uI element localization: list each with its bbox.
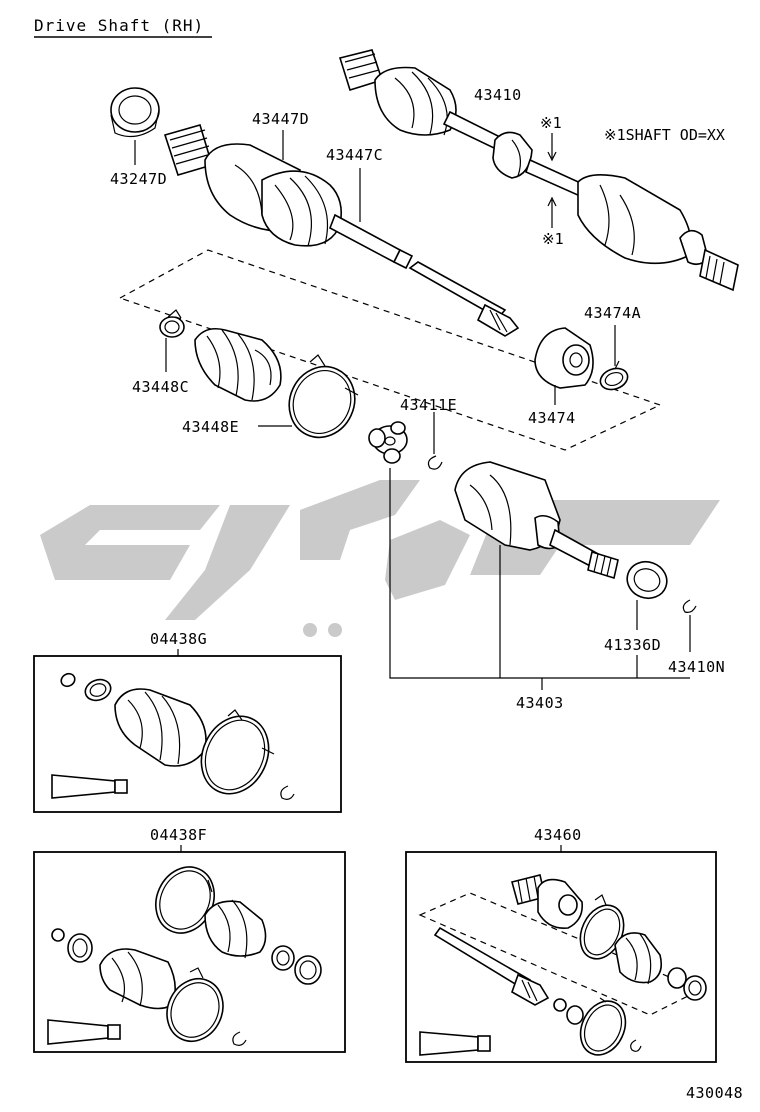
part-43247D-ring [110, 87, 160, 165]
figure-number: 430048 [686, 1084, 743, 1102]
part-43474A-clamp [599, 325, 629, 391]
marker-top: ※1 [540, 114, 562, 132]
kit-box-43460 [405, 851, 717, 1063]
part-shaft-bar [408, 261, 520, 337]
kit-box-04438G [33, 655, 342, 813]
part-left-shaft-assembly [163, 124, 414, 270]
diagram-title: Drive Shaft (RH) [34, 16, 204, 35]
label-43447D: 43447D [252, 110, 309, 128]
watermark-logo [40, 480, 720, 637]
label-04438F: 04438F [150, 826, 207, 844]
kit-04438G-parts [51, 672, 295, 800]
marker-bottom-arrowhead [547, 196, 557, 207]
label-43448E: 43448E [182, 418, 239, 436]
label-43448C: 43448C [132, 378, 189, 396]
label-43460: 43460 [534, 826, 582, 844]
marker-top-arrowhead [547, 151, 557, 162]
label-43411E: 43411E [400, 396, 457, 414]
kit-box-04438F [33, 851, 346, 1053]
part-43410N-snap-ring [682, 599, 697, 652]
label-43410N: 43410N [668, 658, 725, 676]
part-boot-upper [194, 327, 282, 402]
part-43411E-snap-ring [427, 412, 443, 470]
part-tripod-joint [368, 421, 408, 464]
part-outer-housing [454, 461, 619, 580]
label-43474: 43474 [528, 409, 576, 427]
label-41336D: 41336D [604, 636, 661, 654]
label-04438G: 04438G [150, 630, 207, 648]
kit-outline-upper [118, 249, 662, 451]
part-41336D-seal [626, 560, 668, 630]
label-43403: 43403 [516, 694, 564, 712]
kit-43460-parts [418, 874, 707, 1056]
kit-04438F-parts [47, 866, 322, 1046]
leader-43403-bracket [389, 468, 690, 679]
part-43448C-clamp [159, 309, 185, 372]
part-43474-damper [534, 327, 594, 405]
part-right-shaft-assembly [338, 49, 739, 292]
shaft-od-note: ※1SHAFT OD=XX [604, 126, 725, 144]
label-43410: 43410 [474, 86, 522, 104]
part-43448E-clamp [258, 354, 359, 439]
label-43474A: 43474A [584, 304, 641, 322]
label-43247D: 43247D [110, 170, 167, 188]
label-43447C: 43447C [326, 146, 383, 164]
marker-bottom: ※1 [542, 230, 564, 248]
